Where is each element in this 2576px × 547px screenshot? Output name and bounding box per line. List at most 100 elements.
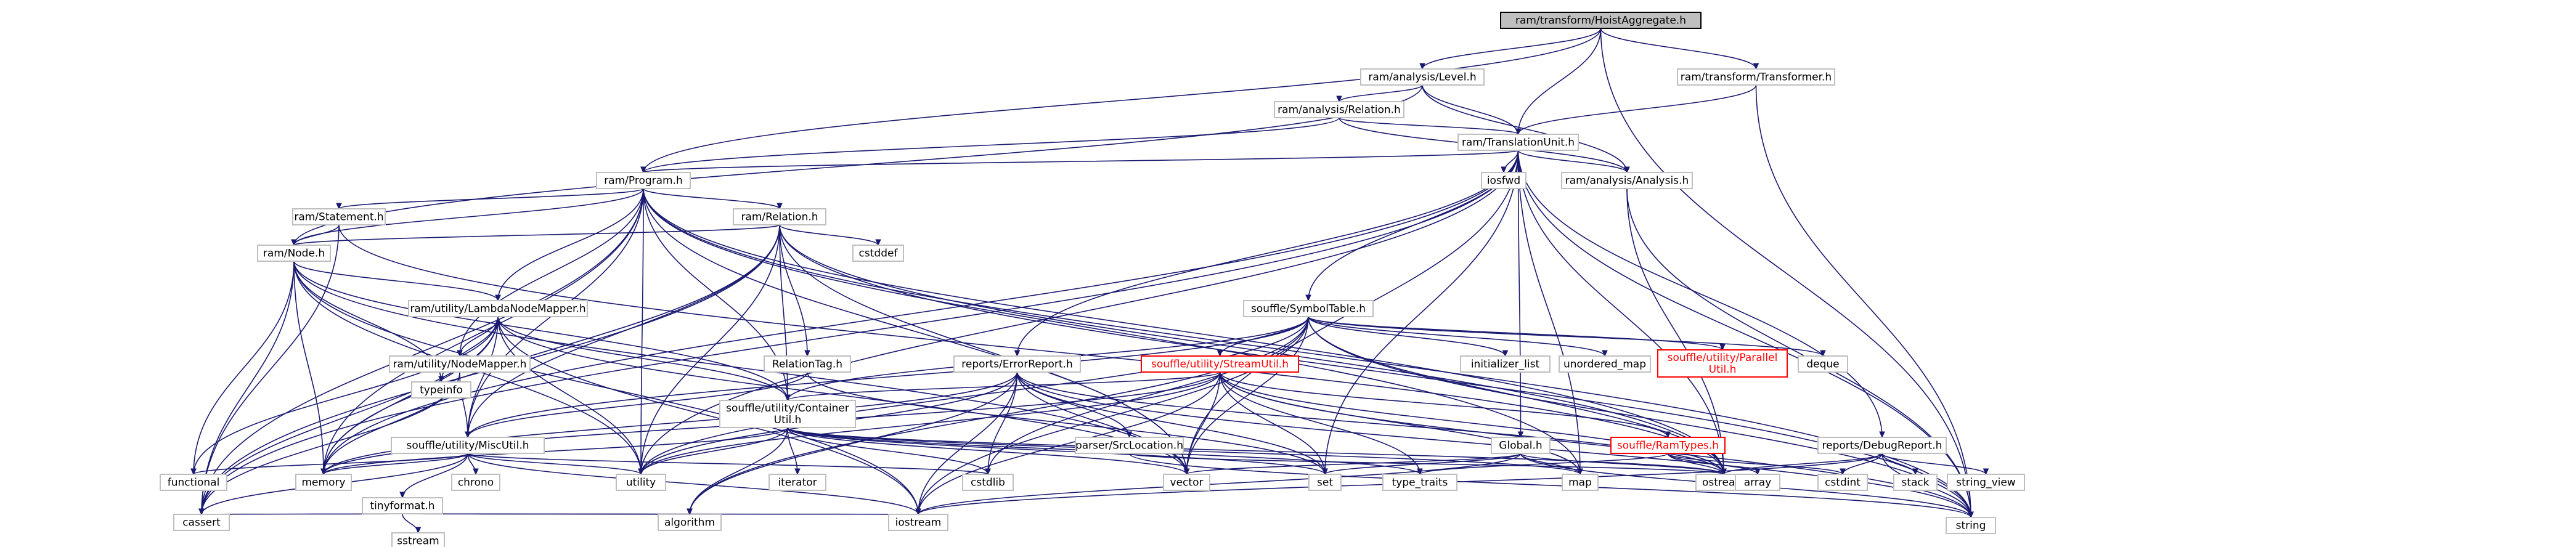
- node-label: RelationTag.h: [772, 359, 842, 371]
- node-deque[interactable]: deque: [1798, 355, 1848, 373]
- node-iosfwd[interactable]: iosfwd: [1481, 172, 1526, 189]
- node-label: reports/ErrorReport.h: [961, 359, 1072, 371]
- node-transformer[interactable]: ram/transform/Transformer.h: [1677, 68, 1835, 86]
- node-label: initializer_list: [1471, 359, 1540, 371]
- node-box: [1491, 437, 1551, 454]
- node-box: [1817, 437, 1947, 454]
- node-analysis[interactable]: ram/analysis/Analysis.h: [1561, 172, 1693, 189]
- node-relation_analysis[interactable]: ram/analysis/Relation.h: [1274, 101, 1404, 118]
- node-root[interactable]: ram/transform/HoistAggregate.h: [1500, 12, 1702, 29]
- node-box: [616, 474, 666, 491]
- node-global[interactable]: Global.h: [1491, 437, 1551, 454]
- node-label: chrono: [458, 477, 494, 489]
- node-string_view[interactable]: string_view: [1947, 474, 2025, 491]
- node-array[interactable]: array: [1735, 474, 1780, 491]
- node-nodemapper[interactable]: ram/utility/NodeMapper.h: [389, 355, 531, 373]
- edge-symtab-to-parallel: [1308, 316, 1726, 351]
- edge-node-to-lnm: [293, 261, 501, 302]
- node-box: [1075, 437, 1184, 454]
- nodes-layer: ram/transform/HoistAggregate.h ram/analys…: [160, 12, 2025, 547]
- node-box: [733, 208, 826, 225]
- node-chrono[interactable]: chrono: [451, 474, 500, 491]
- node-box: [1947, 474, 2025, 491]
- node-tunit[interactable]: ram/TranslationUnit.h: [1457, 134, 1579, 151]
- node-label: string_view: [1956, 477, 2016, 489]
- node-label: string: [1956, 520, 1986, 532]
- node-tinyformat[interactable]: tinyformat.h: [362, 497, 443, 514]
- node-stack[interactable]: stack: [1893, 474, 1938, 491]
- node-cstdlib[interactable]: cstdlib: [962, 474, 1014, 491]
- node-box: [411, 381, 471, 399]
- edge-streamutil-to-container: [785, 371, 1221, 402]
- node-miscutil[interactable]: souffle/utility/MiscUtil.h: [391, 437, 545, 454]
- edge-debugreport-to-ostream: [1721, 453, 1883, 476]
- node-cstddef[interactable]: cstddef: [852, 245, 904, 262]
- node-cassert[interactable]: cassert: [173, 514, 230, 531]
- node-type_traits[interactable]: type_traits: [1382, 474, 1457, 491]
- node-level[interactable]: ram/analysis/Level.h: [1360, 68, 1485, 86]
- node-utility[interactable]: utility: [616, 474, 666, 491]
- edge-tunit-to-string: [1517, 150, 1974, 519]
- node-set[interactable]: set: [1308, 474, 1342, 491]
- edge-root-to-transformer: [1600, 28, 1759, 70]
- node-typeinfo[interactable]: typeinfo: [411, 381, 471, 399]
- node-debugreport[interactable]: reports/DebugReport.h: [1817, 437, 1947, 454]
- node-program[interactable]: ram/Program.h: [596, 172, 691, 189]
- node-box: [852, 245, 904, 262]
- node-box: [1163, 474, 1210, 491]
- node-box: [1500, 12, 1702, 29]
- node-algorithm[interactable]: algorithm: [658, 514, 722, 531]
- edge-container-to-utility: [638, 427, 788, 476]
- node-string[interactable]: string: [1946, 517, 1996, 534]
- node-symtab[interactable]: souffle/SymbolTable.h: [1243, 300, 1374, 317]
- node-map[interactable]: map: [1562, 474, 1599, 491]
- node-functional[interactable]: functional: [160, 474, 227, 491]
- node-box: [1893, 474, 1938, 491]
- node-label: cstdlib: [971, 477, 1005, 489]
- edge-symtab-to-streamutil: [1217, 316, 1309, 357]
- node-label: Util.h: [1709, 363, 1737, 376]
- node-label: ram/Statement.h: [294, 211, 383, 224]
- node-box: [451, 474, 500, 491]
- node-memory[interactable]: memory: [295, 474, 352, 491]
- node-iterator[interactable]: iterator: [768, 474, 826, 491]
- node-statement[interactable]: ram/Statement.h: [292, 208, 386, 225]
- node-label: ram/analysis/Analysis.h: [1565, 175, 1689, 187]
- node-box: [1308, 474, 1342, 491]
- node-box: [658, 514, 722, 531]
- node-sstream[interactable]: sstream: [391, 532, 445, 547]
- node-label: algorithm: [664, 517, 715, 529]
- node-relation[interactable]: ram/Relation.h: [733, 208, 826, 225]
- edge-container-to-algorithm: [687, 427, 788, 516]
- node-box: [295, 474, 352, 491]
- node-streamutil[interactable]: souffle/utility/StreamUtil.h: [1141, 355, 1299, 373]
- node-box: [1243, 300, 1374, 317]
- edge-level-to-relation_analysis: [1336, 84, 1423, 103]
- edge-program-to-vector: [643, 188, 1190, 476]
- node-label: souffle/utility/StreamUtil.h: [1151, 359, 1289, 371]
- node-box: [1946, 517, 1996, 534]
- node-cstdint[interactable]: cstdint: [1817, 474, 1868, 491]
- node-label: Global.h: [1499, 440, 1542, 452]
- node-lnm[interactable]: ram/utility/LambdaNodeMapper.h: [408, 300, 588, 317]
- node-initlist[interactable]: initializer_list: [1460, 355, 1551, 373]
- node-srcloc[interactable]: parser/SrcLocation.h: [1075, 437, 1184, 454]
- node-unordered_map[interactable]: unordered_map: [1559, 355, 1651, 373]
- node-vector[interactable]: vector: [1163, 474, 1210, 491]
- node-relationtag[interactable]: RelationTag.h: [764, 355, 851, 373]
- node-errorreport[interactable]: reports/ErrorReport.h: [953, 355, 1081, 373]
- edge-streamutil-to-ramtypes: [1219, 371, 1671, 439]
- node-box: [1610, 437, 1726, 454]
- node-box: [1481, 172, 1526, 189]
- node-ramtypes[interactable]: souffle/RamTypes.h: [1610, 437, 1726, 454]
- edge-statement-to-cassert: [198, 224, 340, 516]
- node-iostream[interactable]: iostream: [888, 514, 948, 531]
- node-label: souffle/RamTypes.h: [1617, 440, 1719, 452]
- edge-relation_analysis-to-program: [640, 117, 1340, 174]
- node-node[interactable]: ram/Node.h: [257, 245, 331, 262]
- edge-relation_analysis-to-tunit: [1339, 117, 1522, 136]
- node-label: ram/utility/LambdaNodeMapper.h: [410, 303, 585, 315]
